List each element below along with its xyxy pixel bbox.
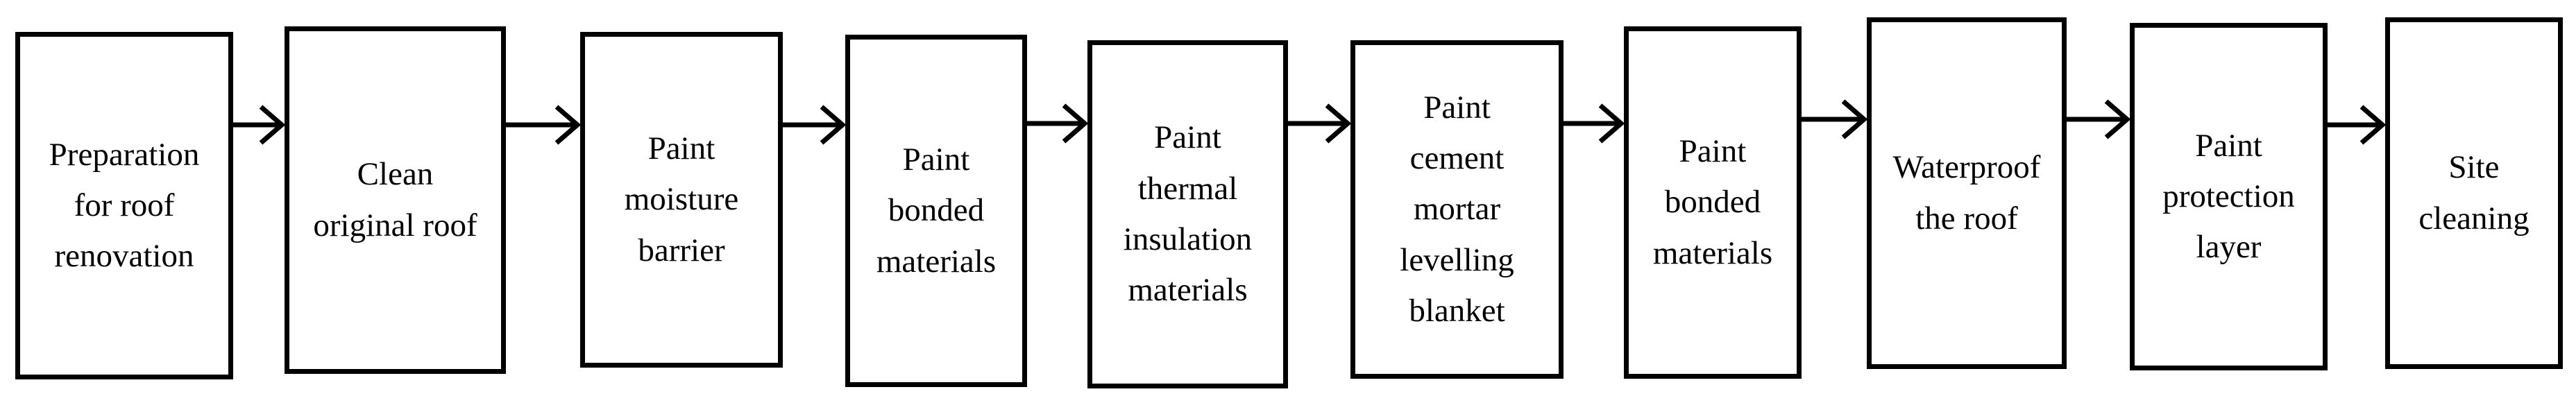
step-box-8: Waterproof the roof (1867, 17, 2067, 369)
step-label-6: Paint cement mortar levelling blanket (1400, 89, 1514, 329)
arrow-4-to-5 (1027, 103, 1089, 144)
step-label-8: Waterproof the roof (1892, 149, 2041, 237)
step-label-5: Paint thermal insulation materials (1123, 119, 1253, 309)
step-box-2: Clean original roof (285, 26, 506, 374)
arrow-9-to-10 (2328, 105, 2387, 145)
step-label-10: Site cleaning (2418, 149, 2530, 237)
arrow-2-to-3 (506, 105, 582, 145)
step-box-10: Site cleaning (2385, 17, 2563, 369)
arrow-3-to-4 (783, 105, 847, 145)
step-box-7: Paint bonded materials (1624, 26, 1802, 379)
step-box-6: Paint cement mortar levelling blanket (1350, 40, 1564, 379)
step-label-3: Paint moisture barrier (624, 130, 739, 268)
step-label-1: Preparation for roof renovation (49, 136, 200, 275)
step-label-4: Paint bonded materials (876, 142, 997, 280)
step-box-5: Paint thermal insulation materials (1087, 40, 1288, 388)
step-box-3: Paint moisture barrier (580, 32, 783, 368)
arrow-8-to-9 (2067, 99, 2131, 139)
step-label-9: Paint protection layer (2162, 127, 2295, 266)
step-box-9: Paint protection layer (2130, 23, 2328, 370)
step-label-7: Paint bonded materials (1652, 133, 1773, 271)
arrow-6-to-7 (1564, 103, 1625, 144)
step-label-2: Clean original roof (313, 156, 477, 243)
step-box-4: Paint bonded materials (845, 35, 1027, 387)
arrow-5-to-6 (1288, 103, 1352, 144)
arrow-1-to-2 (233, 105, 286, 145)
step-box-1: Preparation for roof renovation (15, 32, 233, 379)
arrow-7-to-8 (1802, 99, 1868, 139)
